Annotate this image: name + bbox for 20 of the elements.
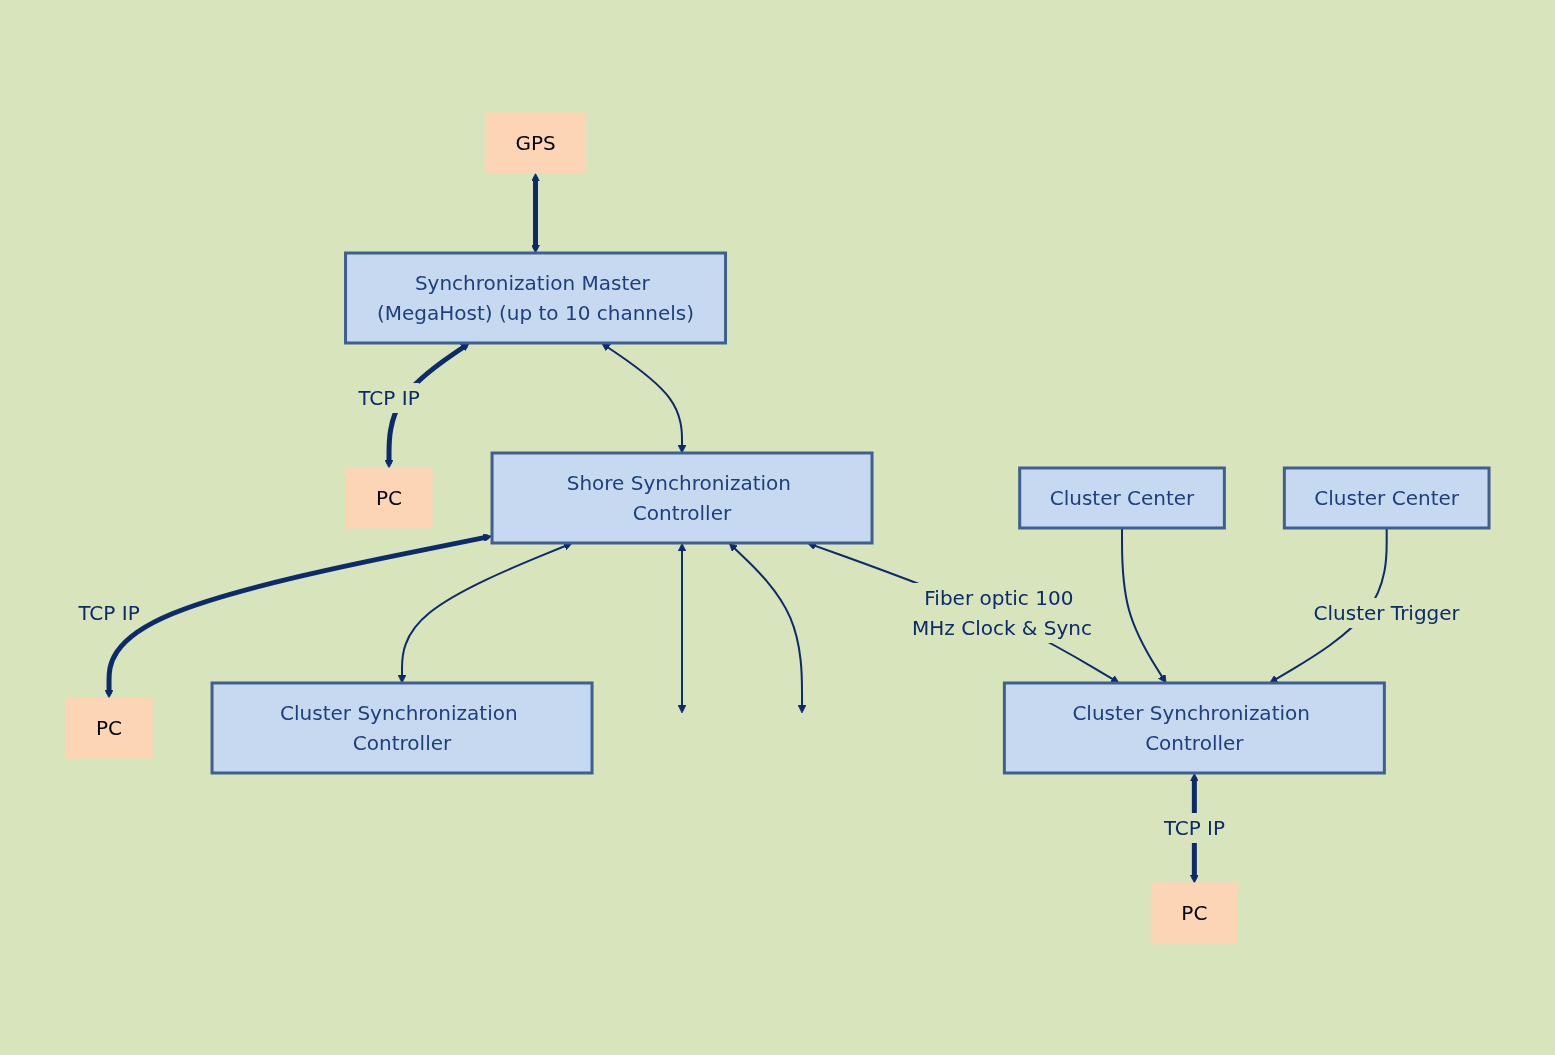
node-box: PC xyxy=(1150,882,1238,943)
node-box: PC xyxy=(65,697,153,758)
node-box: PC xyxy=(345,467,433,528)
edge-label: TCP IP xyxy=(1163,815,1226,840)
arrow xyxy=(728,542,807,713)
edge-label: Cluster Trigger xyxy=(1313,600,1460,625)
edge-label: TCP IP xyxy=(358,385,420,410)
node-box: Cluster Synchronization Controller xyxy=(1002,681,1386,774)
node-box: GPS xyxy=(484,112,587,173)
arrow xyxy=(104,532,492,698)
arrow xyxy=(531,172,540,253)
node-box: Cluster Center xyxy=(1018,466,1226,529)
node-box: Shore Synchronization Controller xyxy=(490,451,874,544)
node-box: Cluster Synchronization Controller xyxy=(210,681,594,774)
edge-label: Fiber optic 100 MHz Clock & Sync xyxy=(912,585,1093,640)
arrow xyxy=(677,542,687,713)
node-box: Synchronization Master (MegaHost) (up to 10 channels) xyxy=(344,251,727,344)
arrow xyxy=(601,342,687,453)
edge-label: TCP IP xyxy=(78,600,140,625)
node-box: Cluster Center xyxy=(1282,466,1491,529)
